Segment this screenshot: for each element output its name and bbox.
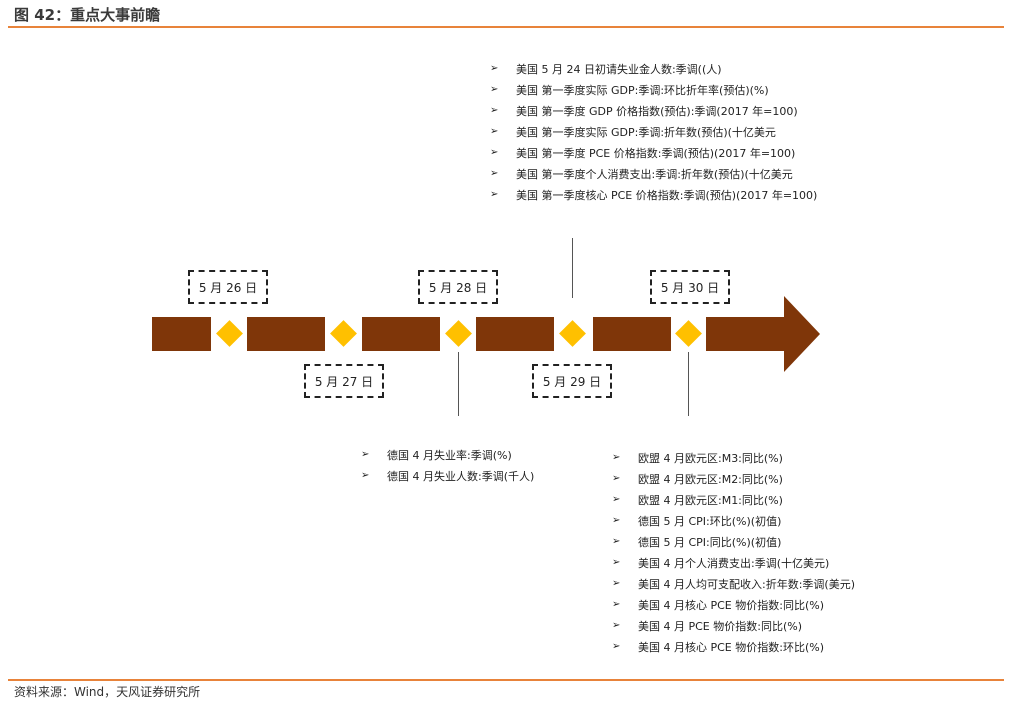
diamond-marker bbox=[675, 320, 702, 347]
event-text: 美国 4 月个人消费支出:季调(十亿美元) bbox=[638, 556, 830, 570]
event-list-may29: ➢ 欧盟 4 月欧元区:M3:同比(%) ➢ 欧盟 4 月欧元区:M2:同比(%) ➢ 欧… bbox=[612, 447, 855, 657]
event-item: ➢ 美国 第一季度实际 GDP:季调:折年数(预估)(十亿美元 bbox=[490, 121, 817, 142]
event-item: ➢ 欧盟 4 月欧元区:M1:同比(%) bbox=[612, 489, 855, 510]
event-text: 美国 4 月核心 PCE 物价指数:同比(%) bbox=[638, 598, 824, 612]
bullet-arrow-icon: ➢ bbox=[490, 105, 499, 116]
event-text: 美国 第一季度 PCE 价格指数:季调(预估)(2017 年=100) bbox=[516, 146, 796, 160]
event-text: 美国 4 月人均可支配收入:折年数:季调(美元) bbox=[638, 577, 855, 591]
diamond-marker bbox=[216, 320, 243, 347]
bullet-arrow-icon: ➢ bbox=[490, 126, 499, 137]
timeline-segment bbox=[152, 317, 211, 351]
connector-line bbox=[458, 352, 459, 416]
event-text: 美国 4 月 PCE 物价指数:同比(%) bbox=[638, 619, 802, 633]
event-item: ➢ 德国 5 月 CPI:环比(%)(初值) bbox=[612, 510, 855, 531]
diamond-marker bbox=[559, 320, 586, 347]
bottom-divider bbox=[8, 679, 1004, 681]
connector-line bbox=[572, 238, 573, 298]
figure-title: 图 42：重点大事前瞻 bbox=[14, 6, 161, 24]
event-text: 美国 4 月核心 PCE 物价指数:环比(%) bbox=[638, 640, 824, 654]
bullet-arrow-icon: ➢ bbox=[612, 641, 621, 652]
event-text: 欧盟 4 月欧元区:M2:同比(%) bbox=[638, 472, 783, 486]
bullet-arrow-icon: ➢ bbox=[612, 536, 621, 547]
event-item: ➢ 美国 4 月 PCE 物价指数:同比(%) bbox=[612, 615, 855, 636]
event-item: ➢ 美国 第一季度实际 GDP:季调:环比折年率(预估)(%) bbox=[490, 79, 817, 100]
bullet-arrow-icon: ➢ bbox=[612, 473, 621, 484]
source-note: 资料来源：Wind，天风证券研究所 bbox=[14, 685, 201, 699]
date-label: 5 月 30 日 bbox=[650, 270, 730, 304]
connector-line bbox=[688, 352, 689, 416]
event-text: 德国 5 月 CPI:同比(%)(初值) bbox=[638, 535, 782, 549]
bullet-arrow-icon: ➢ bbox=[490, 168, 499, 179]
event-item: ➢ 美国 4 月核心 PCE 物价指数:环比(%) bbox=[612, 636, 855, 657]
bullet-arrow-icon: ➢ bbox=[490, 63, 499, 74]
event-item: ➢ 美国 4 月核心 PCE 物价指数:同比(%) bbox=[612, 594, 855, 615]
event-item: ➢ 美国 第一季度 GDP 价格指数(预估):季调(2017 年=100) bbox=[490, 100, 817, 121]
bullet-arrow-icon: ➢ bbox=[612, 515, 621, 526]
event-text: 美国 第一季度实际 GDP:季调:折年数(预估)(十亿美元 bbox=[516, 125, 776, 139]
date-label: 5 月 29 日 bbox=[532, 364, 612, 398]
bullet-arrow-icon: ➢ bbox=[490, 189, 499, 200]
timeline-segment bbox=[362, 317, 440, 351]
diamond-marker bbox=[330, 320, 357, 347]
bullet-arrow-icon: ➢ bbox=[612, 620, 621, 631]
event-text: 美国 5 月 24 日初请失业金人数:季调((人) bbox=[516, 62, 722, 76]
event-text: 欧盟 4 月欧元区:M1:同比(%) bbox=[638, 493, 783, 507]
event-item: ➢ 欧盟 4 月欧元区:M2:同比(%) bbox=[612, 468, 855, 489]
timeline-segment bbox=[593, 317, 671, 351]
event-item: ➢ 美国 4 月个人消费支出:季调(十亿美元) bbox=[612, 552, 855, 573]
event-text: 德国 5 月 CPI:环比(%)(初值) bbox=[638, 514, 782, 528]
event-item: ➢ 美国 4 月人均可支配收入:折年数:季调(美元) bbox=[612, 573, 855, 594]
event-item: ➢ 德国 5 月 CPI:同比(%)(初值) bbox=[612, 531, 855, 552]
bullet-arrow-icon: ➢ bbox=[612, 494, 621, 505]
bullet-arrow-icon: ➢ bbox=[490, 84, 499, 95]
diamond-marker bbox=[445, 320, 472, 347]
event-text: 欧盟 4 月欧元区:M3:同比(%) bbox=[638, 451, 783, 465]
event-item: ➢ 美国 第一季度核心 PCE 价格指数:季调(预估)(2017 年=100) bbox=[490, 184, 817, 205]
event-text: 美国 第一季度实际 GDP:季调:环比折年率(预估)(%) bbox=[516, 83, 769, 97]
event-item: ➢ 德国 4 月失业人数:季调(千人) bbox=[361, 465, 534, 486]
event-item: ➢ 美国 第一季度个人消费支出:季调:折年数(预估)(十亿美元 bbox=[490, 163, 817, 184]
bullet-arrow-icon: ➢ bbox=[361, 449, 370, 460]
top-divider bbox=[8, 26, 1004, 28]
event-text: 美国 第一季度核心 PCE 价格指数:季调(预估)(2017 年=100) bbox=[516, 188, 818, 202]
bullet-arrow-icon: ➢ bbox=[612, 452, 621, 463]
date-label: 5 月 28 日 bbox=[418, 270, 498, 304]
event-item: ➢ 德国 4 月失业率:季调(%) bbox=[361, 444, 534, 465]
event-list-may27: ➢ 德国 4 月失业率:季调(%) ➢ 德国 4 月失业人数:季调(千人) bbox=[361, 444, 534, 486]
timeline-segment bbox=[476, 317, 554, 351]
bullet-arrow-icon: ➢ bbox=[612, 599, 621, 610]
timeline-segment bbox=[247, 317, 325, 351]
event-text: 美国 第一季度 GDP 价格指数(预估):季调(2017 年=100) bbox=[516, 104, 798, 118]
bullet-arrow-icon: ➢ bbox=[490, 147, 499, 158]
bullet-arrow-icon: ➢ bbox=[612, 557, 621, 568]
event-text: 德国 4 月失业人数:季调(千人) bbox=[387, 469, 535, 483]
event-item: ➢ 美国 第一季度 PCE 价格指数:季调(预估)(2017 年=100) bbox=[490, 142, 817, 163]
event-text: 美国 第一季度个人消费支出:季调:折年数(预估)(十亿美元 bbox=[516, 167, 793, 181]
date-label: 5 月 26 日 bbox=[188, 270, 268, 304]
bullet-arrow-icon: ➢ bbox=[612, 578, 621, 589]
event-text: 德国 4 月失业率:季调(%) bbox=[387, 448, 512, 462]
event-item: ➢ 美国 5 月 24 日初请失业金人数:季调((人) bbox=[490, 58, 817, 79]
date-label: 5 月 27 日 bbox=[304, 364, 384, 398]
event-list-may28: ➢ 美国 5 月 24 日初请失业金人数:季调((人) ➢ 美国 第一季度实际 GDP… bbox=[490, 58, 817, 205]
event-item: ➢ 欧盟 4 月欧元区:M3:同比(%) bbox=[612, 447, 855, 468]
bullet-arrow-icon: ➢ bbox=[361, 470, 370, 481]
timeline-arrow-icon bbox=[706, 296, 820, 372]
